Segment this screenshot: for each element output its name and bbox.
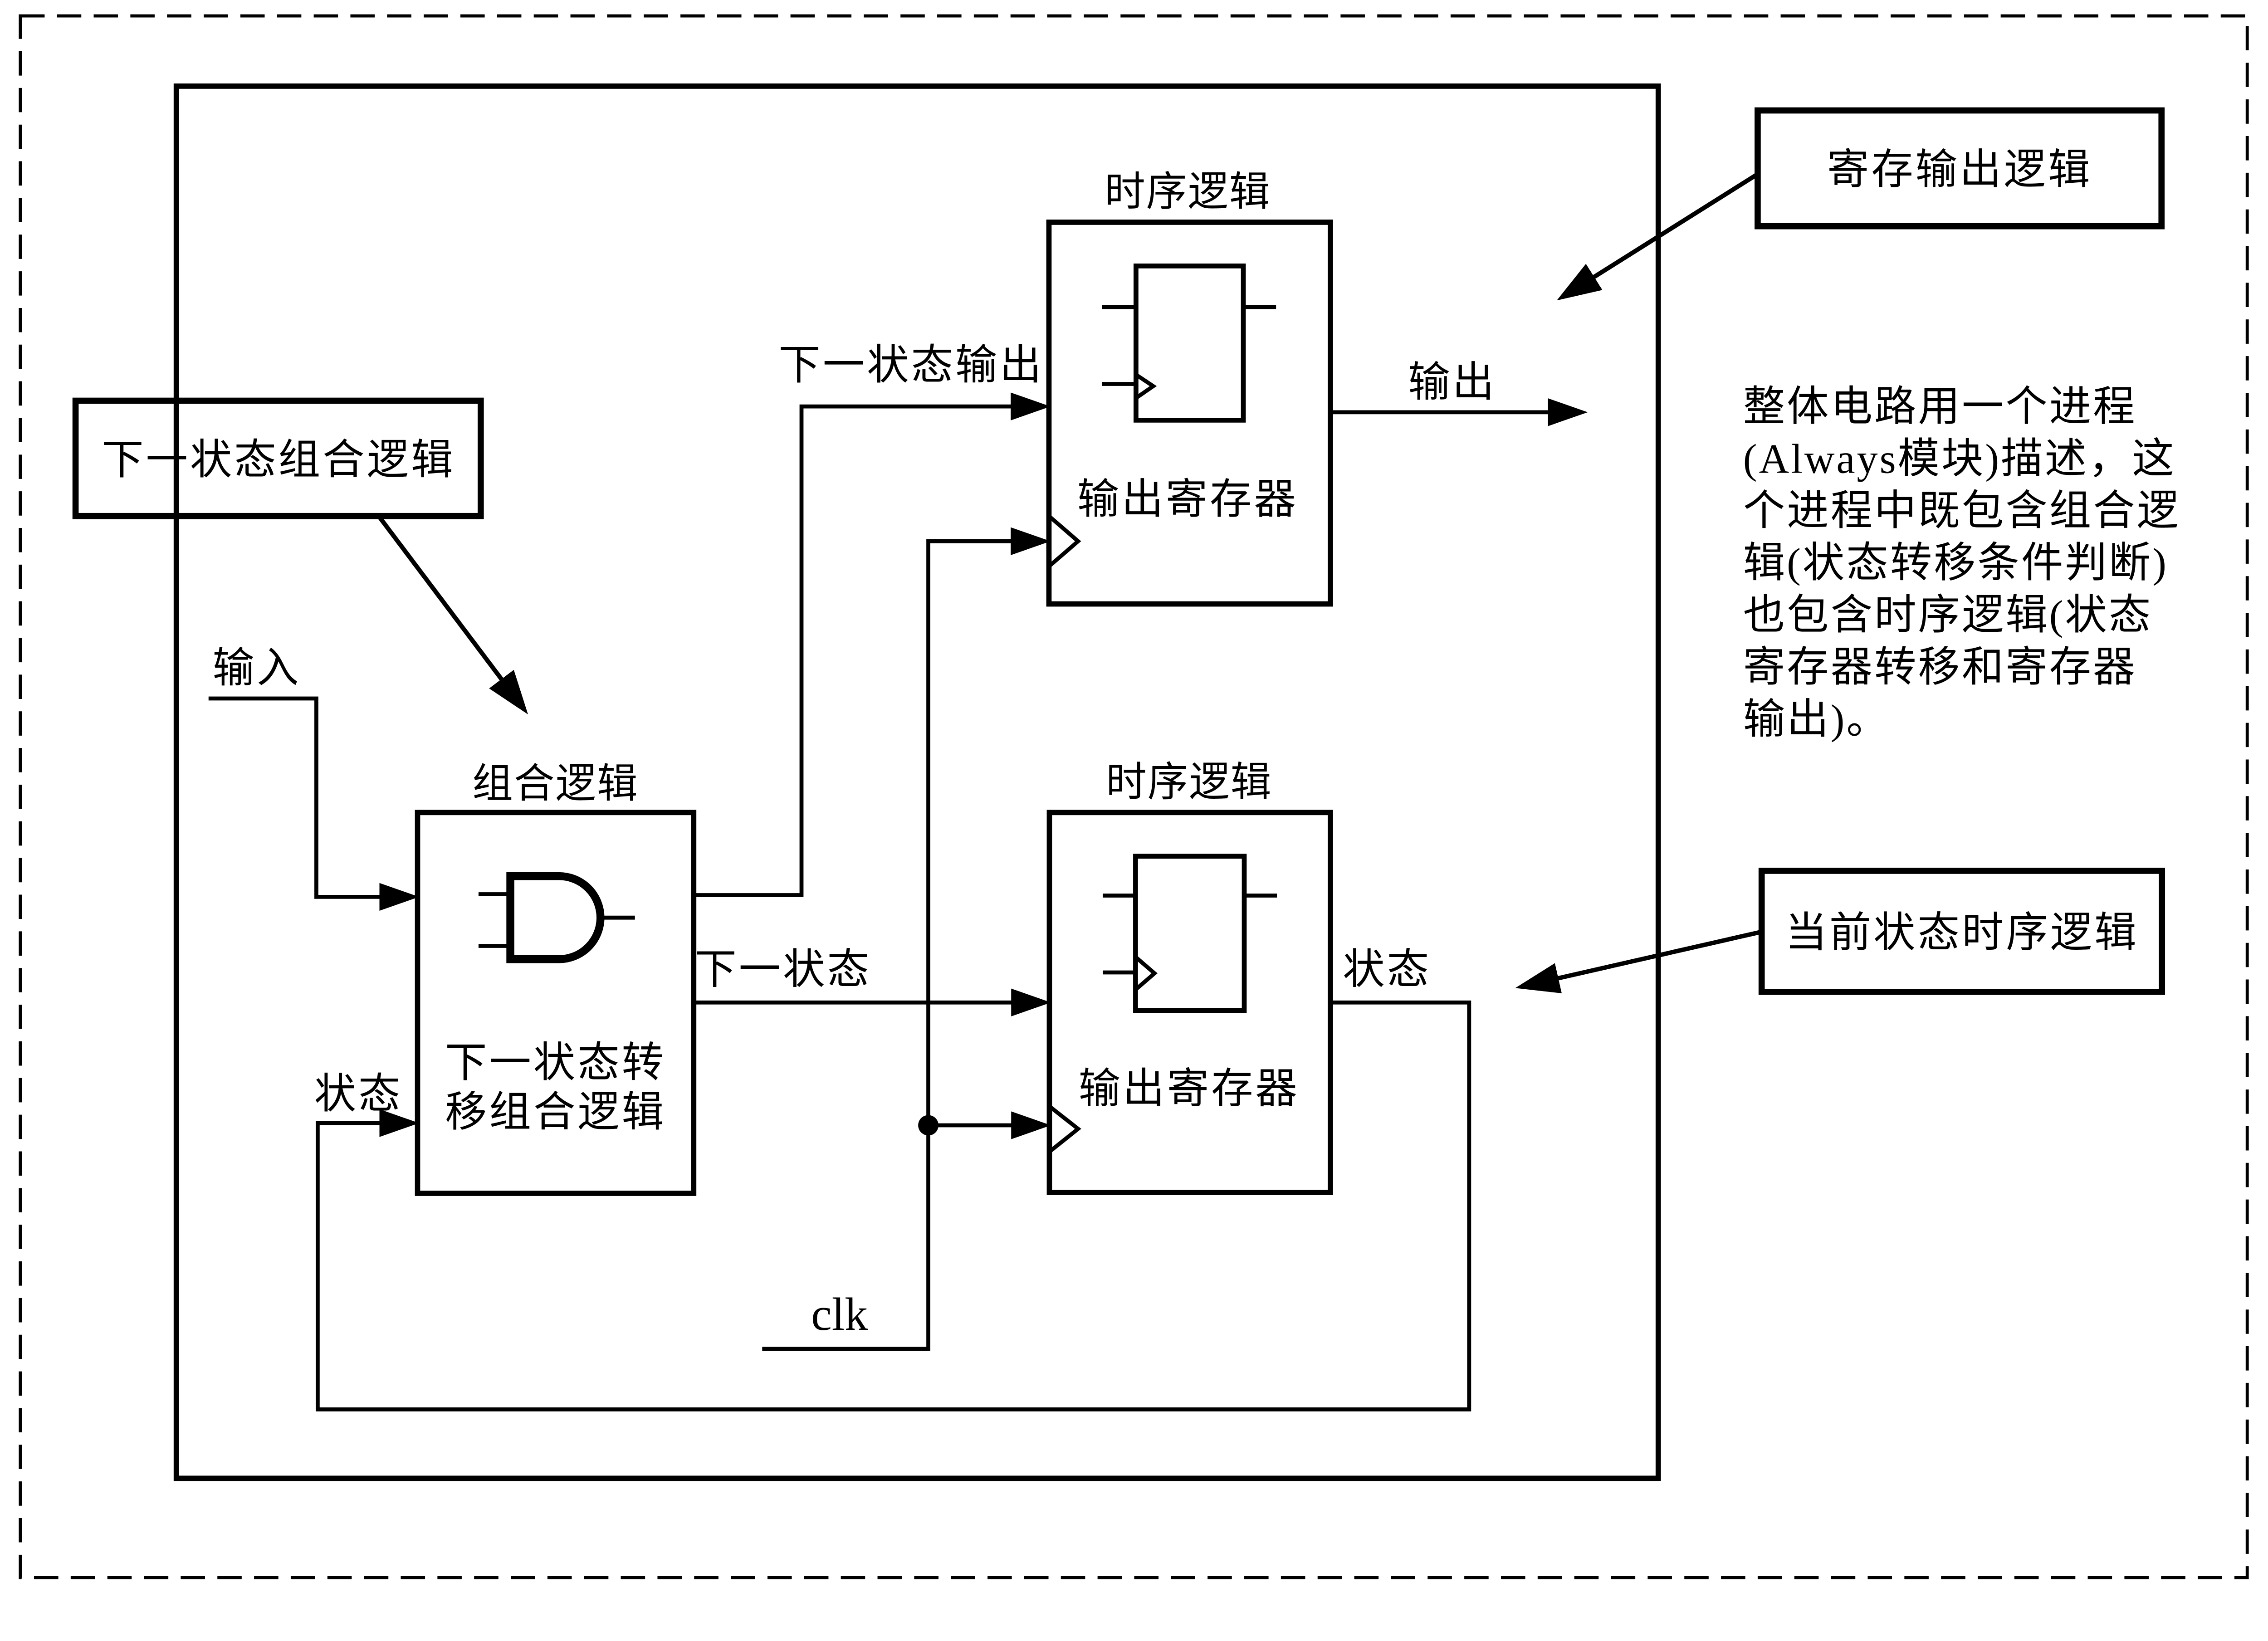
description-line-1: 整体电路用一个进程 bbox=[1743, 384, 2137, 430]
comb-logic-label-line2: 移组合逻辑 bbox=[445, 1089, 666, 1136]
note-current-state-seq-logic-label: 当前状态时序逻辑 bbox=[1785, 910, 2138, 956]
output-register-top-label: 输出寄存器 bbox=[1077, 477, 1298, 523]
seq-top-clock-triangle-icon bbox=[1047, 514, 1081, 568]
note-box-next-state-comb-logic bbox=[72, 397, 484, 519]
note-box-registered-output-logic bbox=[1755, 107, 2165, 230]
output-register-bottom-label: 输出寄存器 bbox=[1079, 1066, 1300, 1112]
seq-logic-bottom-title: 时序逻辑 bbox=[1106, 760, 1272, 805]
seq-logic-top-title: 时序逻辑 bbox=[1105, 170, 1271, 215]
note-arrow-to-output-register bbox=[1557, 172, 1759, 301]
input-wire bbox=[208, 696, 419, 911]
note-arrow-to-comb-logic bbox=[376, 514, 528, 715]
note-registered-output-logic-label: 寄存输出逻辑 bbox=[1827, 147, 2092, 193]
seq-logic-bottom-box bbox=[1046, 810, 1333, 1195]
state-right-label: 状态 bbox=[1343, 947, 1431, 993]
note-arrow-to-state-wire bbox=[1515, 929, 1762, 993]
comb-logic-label-line1: 下一状态转 bbox=[445, 1040, 666, 1086]
flipflop-top-clock-triangle-icon bbox=[1134, 373, 1157, 400]
note-box-current-state-seq-logic bbox=[1758, 868, 2165, 995]
description-line-4: 辑(状态转移条件判断) bbox=[1743, 540, 2168, 586]
diagram-canvas: 组合逻辑 下一状态转 移组合逻辑 时序逻辑 输出寄存器 时序逻辑 输出寄存器 输… bbox=[19, 14, 2249, 1579]
flipflop-bottom-icon bbox=[1133, 854, 1247, 1013]
next-state-output-label: 下一状态输出 bbox=[778, 342, 1043, 389]
clk-junction-dot bbox=[918, 1115, 938, 1136]
description-line-2: (Always模块)描述，这 bbox=[1743, 436, 2176, 482]
comb-logic-box bbox=[415, 810, 697, 1196]
description-line-7: 输出)。 bbox=[1743, 697, 1890, 743]
input-label: 输入 bbox=[213, 645, 301, 692]
description-line-3: 个进程中既包含组合逻 bbox=[1743, 488, 2180, 534]
next-state-label: 下一状态 bbox=[694, 947, 871, 993]
seq-logic-top-box bbox=[1046, 220, 1333, 607]
fsm-circuit-diagram: 组合逻辑 下一状态转 移组合逻辑 时序逻辑 输出寄存器 时序逻辑 输出寄存器 输… bbox=[19, 14, 2249, 1579]
clk-wire bbox=[762, 527, 1051, 1351]
output-label: 输出 bbox=[1408, 360, 1496, 406]
state-left-label: 状态 bbox=[314, 1071, 403, 1118]
flipflop-top-icon bbox=[1134, 264, 1246, 423]
next-state-output-wire bbox=[694, 392, 1051, 897]
description-line-6: 寄存器转移和寄存器 bbox=[1743, 645, 2137, 691]
note-next-state-comb-logic-label: 下一状态组合逻辑 bbox=[102, 437, 455, 484]
comb-logic-title: 组合逻辑 bbox=[472, 762, 638, 806]
clk-label: clk bbox=[811, 1289, 868, 1340]
description-paragraph: 整体电路用一个进程 (Always模块)描述，这 个进程中既包含组合逻 辑(状态… bbox=[1743, 384, 2180, 743]
seq-bottom-clock-triangle-icon bbox=[1048, 1104, 1081, 1153]
state-feedback-wire bbox=[315, 1000, 1471, 1411]
flipflop-bottom-clock-triangle-icon bbox=[1134, 955, 1158, 991]
main-circuit-box bbox=[173, 83, 1661, 1481]
outer-dashed-border bbox=[19, 14, 2249, 1579]
description-line-5: 也包含时序逻辑(状态 bbox=[1743, 592, 2152, 639]
and-gate-icon bbox=[506, 872, 605, 963]
